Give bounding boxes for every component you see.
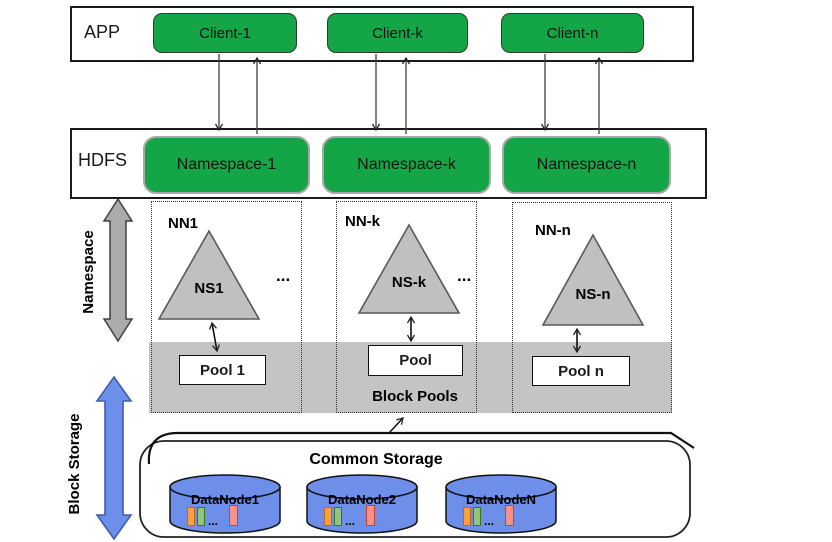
datanode1-block-pink xyxy=(229,505,238,526)
namespace-n-box: Namespace-n xyxy=(502,136,671,194)
datanode1-blocks-ellipsis: ... xyxy=(208,514,219,528)
datanoden-label: DataNodeN xyxy=(465,492,537,507)
datanode2-label: DataNode2 xyxy=(328,492,396,507)
namespace-k-box: Namespace-k xyxy=(322,136,491,194)
client-namespace-arrows xyxy=(214,54,604,134)
namenode-column-1 xyxy=(151,201,302,413)
columns-ellipsis-2: ... xyxy=(457,266,472,285)
block-pools-label: Block Pools xyxy=(372,388,458,405)
client-k-label: Client-k xyxy=(372,24,423,42)
datanode2-block-orange xyxy=(324,507,332,526)
datanoden-blocks-ellipsis: ... xyxy=(484,514,495,528)
pool-1-label: Pool 1 xyxy=(199,361,245,379)
nsn-label: NS-n xyxy=(575,286,611,303)
datanode1-label: DataNode1 xyxy=(191,492,259,507)
client-n-label: Client-n xyxy=(546,24,599,42)
namespace-extent-arrow xyxy=(102,197,134,343)
datanoden-block-orange xyxy=(463,507,471,526)
app-layer-label: APP xyxy=(84,22,121,42)
datanode1-block-green xyxy=(197,507,205,526)
client-1-label: Client-1 xyxy=(199,24,251,42)
datanode2-block-green xyxy=(334,507,342,526)
namenode-column-n xyxy=(512,202,672,413)
block-storage-extent-arrow xyxy=(95,375,133,541)
namespace-side-label: Namespace xyxy=(79,230,97,314)
namespace-1-box: Namespace-1 xyxy=(143,136,310,194)
datanoden-block-pink xyxy=(505,505,514,526)
pool-k-label: Pool xyxy=(399,352,432,369)
namenode-column-k xyxy=(336,201,477,413)
block-storage-side-label: Block Storage xyxy=(65,413,83,515)
hdfs-layer-label: HDFS xyxy=(78,150,127,170)
pool-n-label: Pool n xyxy=(558,362,604,380)
common-storage-title: Common Storage xyxy=(309,451,443,468)
pool-k-box: Pool xyxy=(368,345,463,376)
datanode1-block-orange xyxy=(187,507,195,526)
datanoden-block-green xyxy=(473,507,481,526)
nnk-label: NN-k xyxy=(345,213,381,230)
columns-ellipsis-1: ... xyxy=(276,266,291,285)
ns1-label: NS1 xyxy=(194,280,224,297)
datanode2-blocks-ellipsis: ... xyxy=(345,514,356,528)
client-n-box: Client-n xyxy=(501,13,644,53)
pool-n-box: Pool n xyxy=(532,356,630,386)
client-1-box: Client-1 xyxy=(153,13,297,53)
storage-to-pools-arrow xyxy=(388,417,404,434)
nsk-label: NS-k xyxy=(391,274,427,291)
nn1-label: NN1 xyxy=(168,215,199,232)
namespace-n-label: Namespace-n xyxy=(536,156,637,173)
pool-1-box: Pool 1 xyxy=(179,355,266,385)
client-k-box: Client-k xyxy=(327,13,468,53)
namespace-1-label: Namespace-1 xyxy=(176,156,277,173)
nnn-label: NN-n xyxy=(535,222,571,239)
namespace-k-label: Namespace-k xyxy=(357,156,456,173)
datanode2-block-pink xyxy=(366,505,375,526)
